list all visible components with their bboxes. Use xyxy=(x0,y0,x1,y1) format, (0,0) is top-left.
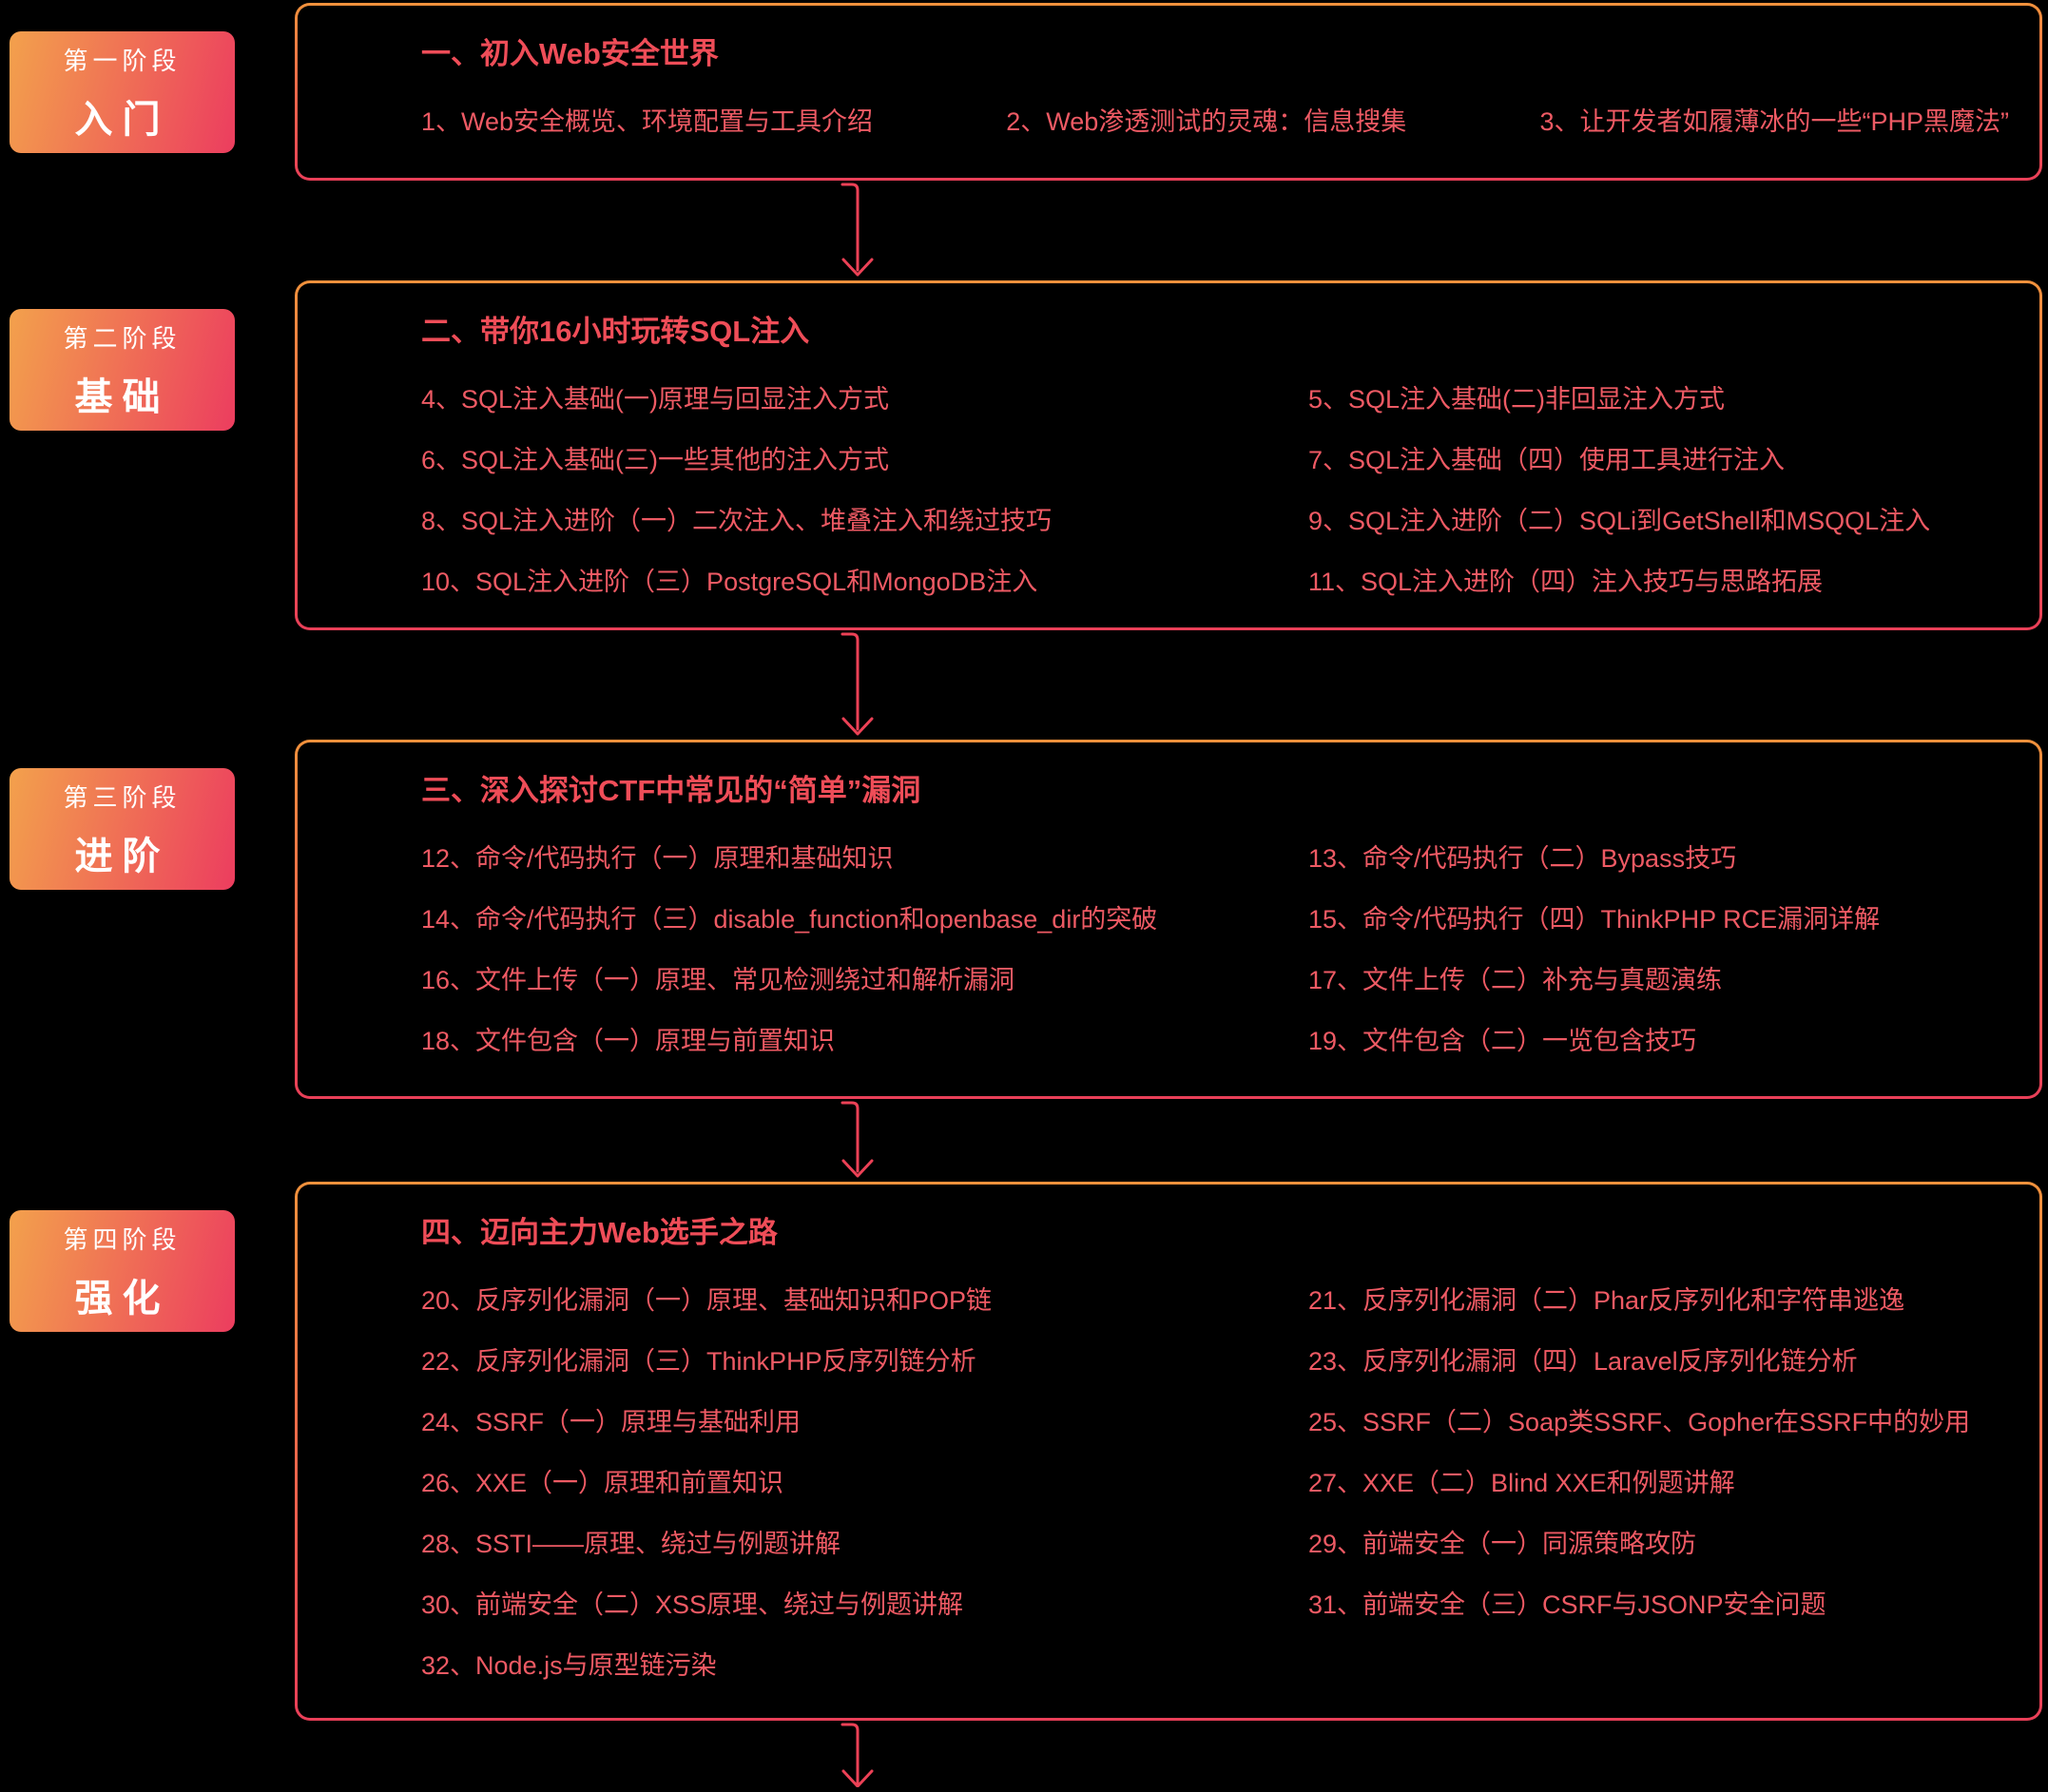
course-item: 3、让开发者如履薄冰的一些“PHP黑魔法” xyxy=(1539,107,2009,136)
section-title: 一、初入Web安全世界 xyxy=(421,37,719,70)
stage-name: 入门 xyxy=(74,98,170,141)
course-column-right: 13、命令/代码执行（二）Bypass技巧 15、命令/代码执行（四）Think… xyxy=(1308,845,1880,1054)
course-item: 32、Node.js与原型链污染 xyxy=(421,1651,717,1680)
course-item: 21、反序列化漏洞（二）Phar反序列化和字符串逃逸 xyxy=(1308,1286,1905,1315)
section-title: 二、带你16小时玩转SQL注入 xyxy=(421,315,810,348)
course-item: 14、命令/代码执行（三）disable_function和openbase_d… xyxy=(421,905,1158,934)
course-item: 26、XXE（一）原理和前置知识 xyxy=(421,1469,784,1497)
course-item: 23、反序列化漏洞（四）Laravel反序列化链分析 xyxy=(1308,1347,1858,1376)
stage-badge-3: 第三阶段 进阶 xyxy=(10,768,235,890)
course-item: 13、命令/代码执行（二）Bypass技巧 xyxy=(1308,844,1737,873)
course-item: 6、SQL注入基础(三)一些其他的注入方式 xyxy=(421,446,890,474)
section-title: 三、深入探讨CTF中常见的“简单”漏洞 xyxy=(421,774,921,807)
flow-arrow-down-icon xyxy=(827,1723,888,1792)
course-item: 22、反序列化漏洞（三）ThinkPHP反序列链分析 xyxy=(421,1347,976,1376)
course-item: 25、SSRF（二）Soap类SSRF、Gopher在SSRF中的妙用 xyxy=(1308,1408,1971,1436)
stage-label: 第三阶段 xyxy=(63,782,182,812)
stage-name: 基础 xyxy=(74,376,170,418)
course-column-left: 4、SQL注入基础(一)原理与回显注入方式 6、SQL注入基础(三)一些其他的注… xyxy=(421,386,1308,595)
stage-label: 第四阶段 xyxy=(63,1224,182,1254)
stage-name: 进阶 xyxy=(74,835,170,877)
course-item: 30、前端安全（二）XSS原理、绕过与例题讲解 xyxy=(421,1590,964,1619)
course-item: 16、文件上传（一）原理、常见检测绕过和解析漏洞 xyxy=(421,966,1015,994)
stage-badge-1: 第一阶段 入门 xyxy=(10,31,235,153)
flow-arrow-down-icon xyxy=(827,1101,888,1184)
section-panel-intro: 一、初入Web安全世界 1、Web安全概览、环境配置与工具介绍 2、Web渗透测… xyxy=(295,3,2042,181)
course-item: 4、SQL注入基础(一)原理与回显注入方式 xyxy=(421,385,890,414)
course-column-right: 5、SQL注入基础(二)非回显注入方式 7、SQL注入基础（四）使用工具进行注入… xyxy=(1308,386,1930,595)
course-item: 11、SQL注入进阶（四）注入技巧与思路拓展 xyxy=(1308,568,1824,596)
course-item: 27、XXE（二）Blind XXE和例题讲解 xyxy=(1308,1469,1735,1497)
course-column-left: 12、命令/代码执行（一）原理和基础知识 14、命令/代码执行（三）disabl… xyxy=(421,845,1308,1054)
course-columns: 20、反序列化漏洞（一）原理、基础知识和POP链 22、反序列化漏洞（三）Thi… xyxy=(421,1287,2013,1679)
flow-arrow-down-icon xyxy=(827,183,888,282)
course-item: 20、反序列化漏洞（一）原理、基础知识和POP链 xyxy=(421,1286,993,1315)
stage-label: 第一阶段 xyxy=(63,46,182,75)
course-item: 31、前端安全（三）CSRF与JSONP安全问题 xyxy=(1308,1590,1826,1619)
course-item: 7、SQL注入基础（四）使用工具进行注入 xyxy=(1308,446,1786,474)
course-row: 1、Web安全概览、环境配置与工具介绍 2、Web渗透测试的灵魂：信息搜集 3、… xyxy=(421,108,2013,135)
course-item: 2、Web渗透测试的灵魂：信息搜集 xyxy=(1006,107,1407,136)
course-item: 24、SSRF（一）原理与基础利用 xyxy=(421,1408,802,1436)
course-item: 28、SSTI——原理、绕过与例题讲解 xyxy=(421,1530,841,1558)
stage-badge-2: 第二阶段 基础 xyxy=(10,309,235,431)
flow-arrow-down-icon xyxy=(827,632,888,742)
section-title: 四、迈向主力Web选手之路 xyxy=(421,1216,778,1249)
section-panel-sql: 二、带你16小时玩转SQL注入 4、SQL注入基础(一)原理与回显注入方式 6、… xyxy=(295,280,2042,630)
course-item: 15、命令/代码执行（四）ThinkPHP RCE漏洞详解 xyxy=(1308,905,1881,934)
course-item: 29、前端安全（一）同源策略攻防 xyxy=(1308,1530,1697,1558)
panel-body: 二、带你16小时玩转SQL注入 4、SQL注入基础(一)原理与回显注入方式 6、… xyxy=(298,283,2039,627)
section-panel-ctf: 三、深入探讨CTF中常见的“简单”漏洞 12、命令/代码执行（一）原理和基础知识… xyxy=(295,740,2042,1099)
course-columns: 12、命令/代码执行（一）原理和基础知识 14、命令/代码执行（三）disabl… xyxy=(421,845,2013,1054)
course-item: 19、文件包含（二）一览包含技巧 xyxy=(1308,1027,1697,1055)
section-panel-advanced: 四、迈向主力Web选手之路 20、反序列化漏洞（一）原理、基础知识和POP链 2… xyxy=(295,1182,2042,1721)
panel-body: 一、初入Web安全世界 1、Web安全概览、环境配置与工具介绍 2、Web渗透测… xyxy=(298,6,2039,178)
course-item: 17、文件上传（二）补充与真题演练 xyxy=(1308,966,1723,994)
course-item: 18、文件包含（一）原理与前置知识 xyxy=(421,1027,836,1055)
course-item: 10、SQL注入进阶（三）PostgreSQL和MongoDB注入 xyxy=(421,568,1038,596)
stage-label: 第二阶段 xyxy=(63,323,182,353)
panel-body: 四、迈向主力Web选手之路 20、反序列化漏洞（一）原理、基础知识和POP链 2… xyxy=(298,1185,2039,1718)
stage-name: 强化 xyxy=(74,1277,170,1320)
stage-badge-4: 第四阶段 强化 xyxy=(10,1210,235,1332)
course-item: 9、SQL注入进阶（二）SQLi到GetShell和MSQQL注入 xyxy=(1308,507,1931,535)
course-item: 1、Web安全概览、环境配置与工具介绍 xyxy=(421,107,874,136)
course-column-right: 21、反序列化漏洞（二）Phar反序列化和字符串逃逸 23、反序列化漏洞（四）L… xyxy=(1308,1287,1970,1679)
course-column-left: 20、反序列化漏洞（一）原理、基础知识和POP链 22、反序列化漏洞（三）Thi… xyxy=(421,1287,1308,1679)
panel-body: 三、深入探讨CTF中常见的“简单”漏洞 12、命令/代码执行（一）原理和基础知识… xyxy=(298,742,2039,1096)
course-item: 12、命令/代码执行（一）原理和基础知识 xyxy=(421,844,894,873)
course-item: 5、SQL注入基础(二)非回显注入方式 xyxy=(1308,385,1726,414)
course-item: 8、SQL注入进阶（一）二次注入、堆叠注入和绕过技巧 xyxy=(421,507,1053,535)
course-columns: 4、SQL注入基础(一)原理与回显注入方式 6、SQL注入基础(三)一些其他的注… xyxy=(421,386,2013,595)
